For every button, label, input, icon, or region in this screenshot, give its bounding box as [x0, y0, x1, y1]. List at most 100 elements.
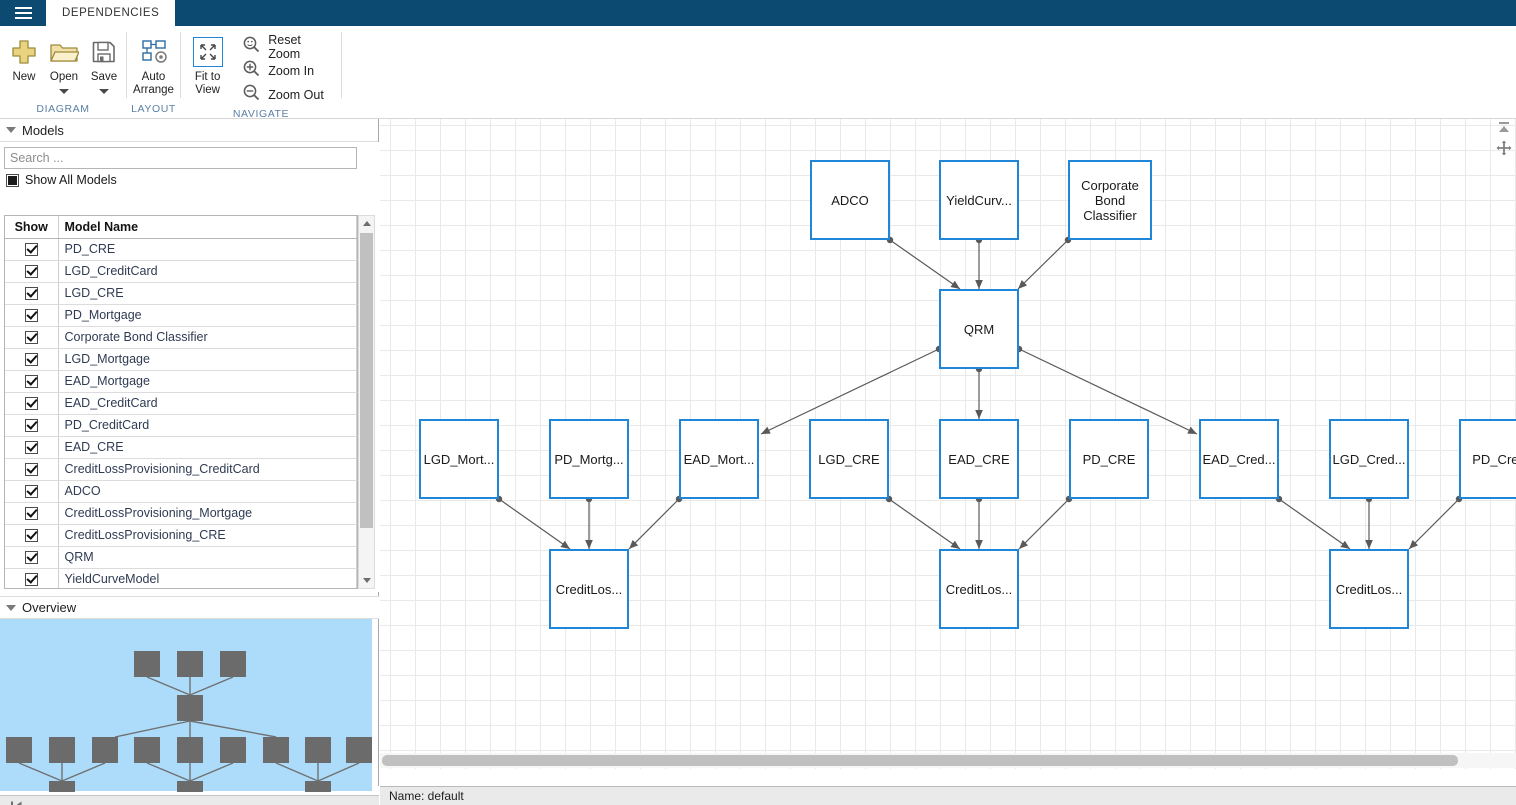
open-button[interactable]: Open — [44, 31, 84, 99]
row-show-checkbox[interactable] — [24, 309, 38, 323]
table-row[interactable]: Corporate Bond Classifier — [5, 326, 357, 349]
diagram-node-corpbond[interactable]: Corporate Bond Classifier — [1068, 160, 1152, 240]
hamburger-menu-icon[interactable] — [0, 0, 46, 26]
table-row[interactable]: LGD_CRE — [5, 282, 357, 305]
diagram-node-clp_cre[interactable]: CreditLos... — [939, 549, 1019, 629]
diagram-node-pd_cre[interactable]: PD_CRE — [1069, 419, 1149, 499]
row-show-cell[interactable] — [5, 480, 59, 503]
fit-to-view-button[interactable]: Fit to View — [181, 31, 234, 99]
row-show-checkbox[interactable] — [24, 441, 38, 455]
tab-dependencies[interactable]: DEPENDENCIES — [46, 0, 176, 26]
row-show-cell[interactable] — [5, 392, 59, 415]
go-to-start-icon[interactable] — [9, 799, 24, 805]
row-show-checkbox[interactable] — [24, 507, 38, 521]
row-show-cell[interactable] — [5, 502, 59, 525]
row-show-checkbox[interactable] — [24, 419, 38, 433]
diagram-node-clp_cc[interactable]: CreditLos... — [1329, 549, 1409, 629]
scroll-down-arrow-icon[interactable] — [359, 573, 374, 588]
row-show-cell[interactable] — [5, 568, 59, 588]
chevron-down-icon[interactable] — [6, 127, 16, 133]
open-dropdown-caret-icon[interactable] — [59, 89, 69, 94]
scrollbar-thumb[interactable] — [360, 233, 373, 528]
diagram-node-ead_mort[interactable]: EAD_Mort... — [679, 419, 759, 499]
zoom-in-button[interactable]: Zoom In — [240, 59, 341, 83]
diagram-node-lgd_cre[interactable]: LGD_CRE — [809, 419, 889, 499]
row-show-checkbox[interactable] — [24, 551, 38, 565]
row-show-cell[interactable] — [5, 524, 59, 547]
models-list-scrollbar[interactable] — [358, 215, 375, 589]
table-row[interactable]: PD_Mortgage — [5, 304, 357, 327]
diagram-node-clp_mort[interactable]: CreditLos... — [549, 549, 629, 629]
diagram-node-pd_mortg[interactable]: PD_Mortg... — [549, 419, 629, 499]
table-row[interactable]: LGD_Mortgage — [5, 348, 357, 371]
row-show-checkbox[interactable] — [24, 485, 38, 499]
table-row[interactable]: PD_CRE — [5, 238, 357, 261]
models-panel-header[interactable]: Models — [0, 119, 378, 142]
row-show-cell[interactable] — [5, 326, 59, 349]
row-show-checkbox[interactable] — [24, 375, 38, 389]
overview-node — [6, 737, 32, 763]
row-show-cell[interactable] — [5, 282, 59, 305]
row-show-checkbox[interactable] — [24, 287, 38, 301]
diagram-node-lgd_cred[interactable]: LGD_Cred... — [1329, 419, 1409, 499]
canvas-horizontal-scrollbar[interactable] — [380, 753, 1516, 768]
row-show-cell[interactable] — [5, 436, 59, 459]
table-row[interactable]: EAD_CreditCard — [5, 392, 357, 415]
zoom-out-button[interactable]: Zoom Out — [240, 83, 341, 107]
column-header-show[interactable]: Show — [5, 216, 59, 239]
row-show-cell[interactable] — [5, 414, 59, 437]
row-show-cell[interactable] — [5, 348, 59, 371]
auto-arrange-button[interactable]: Auto Arrange — [127, 31, 180, 99]
search-input[interactable] — [4, 147, 357, 169]
row-show-checkbox[interactable] — [24, 331, 38, 345]
diagram-node-ead_cred[interactable]: EAD_Cred... — [1199, 419, 1279, 499]
pan-move-icon[interactable] — [1495, 139, 1513, 157]
show-all-models-toggle[interactable]: Show All Models — [0, 169, 379, 191]
table-row[interactable]: CreditLossProvisioning_CreditCard — [5, 458, 357, 481]
save-button[interactable]: Save — [84, 31, 124, 99]
save-dropdown-caret-icon[interactable] — [99, 89, 109, 94]
table-row[interactable]: EAD_Mortgage — [5, 370, 357, 393]
table-row[interactable]: PD_CreditCard — [5, 414, 357, 437]
horizontal-scrollbar-thumb[interactable] — [382, 755, 1458, 766]
row-show-checkbox[interactable] — [24, 265, 38, 279]
scroll-to-top-icon[interactable] — [1495, 119, 1513, 137]
overview-minimap[interactable] — [0, 619, 374, 792]
row-show-cell[interactable] — [5, 546, 59, 569]
row-show-checkbox[interactable] — [24, 573, 38, 587]
table-row[interactable]: QRM — [5, 546, 357, 569]
row-show-cell[interactable] — [5, 238, 59, 261]
table-row[interactable]: EAD_CRE — [5, 436, 357, 459]
column-header-model-name[interactable]: Model Name — [58, 216, 357, 239]
row-show-cell[interactable] — [5, 304, 59, 327]
scroll-up-arrow-icon[interactable] — [359, 216, 374, 231]
table-row[interactable]: CreditLossProvisioning_Mortgage — [5, 502, 357, 525]
show-all-models-checkbox[interactable] — [6, 173, 19, 187]
row-show-cell[interactable] — [5, 458, 59, 481]
row-show-checkbox[interactable] — [24, 529, 38, 543]
reset-zoom-button[interactable]: Reset Zoom — [240, 33, 341, 61]
table-row[interactable]: YieldCurveModel — [5, 568, 357, 588]
diagram-node-yieldcurve[interactable]: YieldCurv... — [939, 160, 1019, 240]
row-show-checkbox[interactable] — [24, 243, 38, 257]
row-show-cell[interactable] — [5, 370, 59, 393]
overview-node — [134, 651, 160, 677]
diagram-node-lgd_mort[interactable]: LGD_Mort... — [419, 419, 499, 499]
table-row[interactable]: ADCO — [5, 480, 357, 503]
row-show-checkbox[interactable] — [24, 397, 38, 411]
row-show-cell[interactable] — [5, 260, 59, 283]
magnifier-plus-icon — [242, 59, 261, 83]
row-show-checkbox[interactable] — [24, 353, 38, 367]
diagram-canvas[interactable]: ADCO YieldCurv... Corporate Bond Classifie… — [380, 119, 1516, 786]
diagram-node-qrm[interactable]: QRM — [939, 289, 1019, 369]
new-button[interactable]: New — [4, 31, 44, 99]
chevron-down-icon[interactable] — [6, 604, 16, 611]
diagram-node-adco[interactable]: ADCO — [810, 160, 890, 240]
table-row[interactable]: LGD_CreditCard — [5, 260, 357, 283]
overview-panel-header[interactable]: Overview — [0, 596, 379, 619]
row-show-checkbox[interactable] — [24, 463, 38, 477]
diagram-node-pd_cred[interactable]: PD_Cred — [1459, 419, 1516, 499]
overview-node — [177, 695, 203, 721]
diagram-node-ead_cre[interactable]: EAD_CRE — [939, 419, 1019, 499]
table-row[interactable]: CreditLossProvisioning_CRE — [5, 524, 357, 547]
